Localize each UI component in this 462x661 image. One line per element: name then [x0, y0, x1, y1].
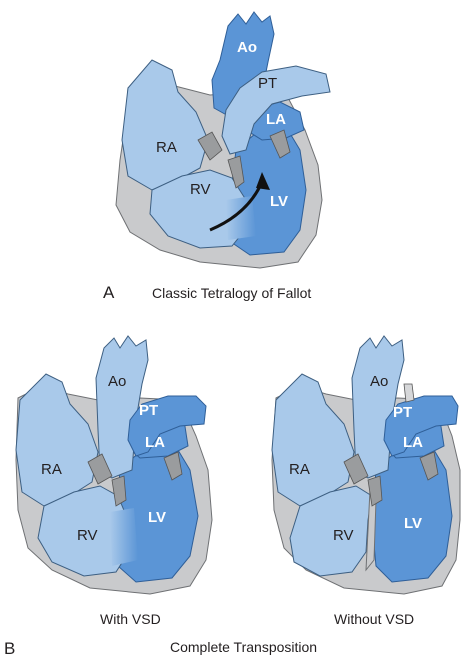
- figure-b-left-heart: Ao PT LA RA RV LV: [16, 336, 212, 594]
- right-atrium-a: [122, 60, 208, 190]
- label-pt-bl: PT: [139, 402, 158, 419]
- label-ao-br: Ao: [370, 373, 388, 390]
- label-ra-br: RA: [289, 461, 310, 478]
- label-lv-bl: LV: [148, 509, 166, 526]
- figure-b-caption: Complete Transposition: [170, 639, 317, 655]
- vsd-shunt-bl: [110, 508, 138, 566]
- label-lv-a: LV: [270, 193, 288, 210]
- label-pt-a: PT: [258, 75, 277, 92]
- figure-a-heart: Ao PT LA RA RV LV: [116, 12, 330, 268]
- figure-b-right-heart: Ao PT LA RA RV LV: [272, 336, 460, 594]
- label-ao-a: Ao: [237, 39, 257, 56]
- ligament-br: [404, 384, 414, 402]
- label-ra-bl: RA: [41, 461, 62, 478]
- label-la-a: LA: [266, 111, 286, 128]
- label-la-br: LA: [403, 434, 423, 451]
- label-lv-br: LV: [404, 515, 422, 532]
- figure-b-letter: B: [4, 639, 15, 658]
- label-ra-a: RA: [156, 139, 177, 156]
- right-atrium-br: [272, 374, 354, 506]
- right-atrium-bl: [16, 374, 98, 506]
- label-la-bl: LA: [145, 434, 165, 451]
- label-rv-bl: RV: [77, 527, 98, 544]
- label-rv-br: RV: [333, 527, 354, 544]
- figure-a-caption: Classic Tetralogy of Fallot: [152, 285, 311, 301]
- label-pt-br: PT: [393, 404, 412, 421]
- figure-a-letter: A: [103, 283, 115, 302]
- figure-b-right-sublabel: Without VSD: [334, 611, 414, 627]
- label-rv-a: RV: [190, 181, 211, 198]
- label-ao-bl: Ao: [108, 373, 126, 390]
- figure-b-left-sublabel: With VSD: [100, 611, 161, 627]
